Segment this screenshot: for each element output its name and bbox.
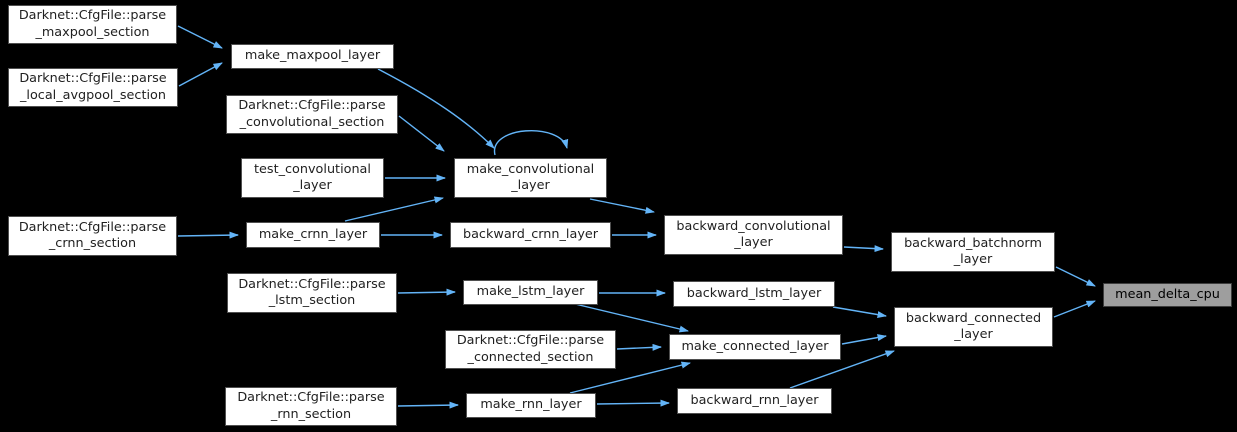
node-backward-lstm-layer[interactable]: backward_lstm_layer: [673, 281, 835, 307]
node-label-line: backward_connected: [905, 310, 1042, 326]
node-mean-delta-cpu: mean_delta_cpu: [1103, 283, 1232, 307]
node-make-crnn-layer[interactable]: make_crnn_layer: [246, 222, 380, 248]
node-parse-maxpool-section[interactable]: Darknet::CfgFile::parse_maxpool_section: [8, 5, 177, 44]
node-label-line: test_convolutional: [254, 161, 371, 177]
edge-parse-lstm-section-to-make-lstm-layer: [397, 288, 456, 296]
edge-make-lstm-layer-to-make-connected-layer: [574, 303, 689, 333]
node-label-line: _layer: [293, 178, 332, 193]
edge-make-rnn-layer-to-make-connected-layer: [569, 361, 691, 394]
edge-parse-crnn-section-to-make-crnn-layer: [177, 231, 239, 239]
edge-parse-rnn-section-to-make-rnn-layer: [397, 401, 459, 409]
node-label-line: Darknet::CfgFile::parse: [18, 8, 167, 23]
node-label-line: _lstm_section: [268, 293, 356, 308]
node-backward-batchnorm-layer[interactable]: backward_batchnorm_layer: [891, 232, 1055, 272]
edge-make-convolutional-layer-to-make-convolutional-layer: [494, 130, 569, 156]
node-parse-crnn-section[interactable]: Darknet::CfgFile::parse_crnn_section: [8, 216, 177, 256]
node-test-convolutional-layer[interactable]: test_convolutional_layer: [241, 158, 384, 198]
edge-parse-connected-section-to-make-connected-layer: [616, 343, 662, 351]
node-label-line: _rnn_section: [270, 406, 352, 422]
node-parse-convolutional-section[interactable]: Darknet::CfgFile::parse_convolutional_se…: [226, 95, 398, 134]
edge-make-rnn-layer-to-backward-rnn-layer: [596, 399, 670, 407]
node-label-line: _layer: [953, 252, 993, 267]
node-parse-rnn-section[interactable]: Darknet::CfgFile::parse_rnn_section: [225, 387, 397, 426]
node-parse-connected-section[interactable]: Darknet::CfgFile::parse_connected_sectio…: [445, 330, 616, 369]
node-label-line: make_maxpool_layer: [244, 48, 381, 64]
node-label-line: _local_avgpool_section: [20, 87, 166, 103]
node-make-rnn-layer[interactable]: make_rnn_layer: [466, 393, 596, 418]
node-label-line: _convolutional_section: [239, 114, 385, 130]
node-label-line: _layer: [954, 327, 993, 342]
edge-make-connected-layer-to-backward-connected-layer: [841, 334, 887, 345]
node-label-line: Darknet::CfgFile::parse: [238, 276, 386, 292]
node-label-line: make_lstm_layer: [476, 284, 585, 300]
node-label-line: make_connected_layer: [681, 338, 829, 354]
node-label-line: Darknet::CfgFile::parse: [238, 98, 386, 113]
node-label-line: Darknet::CfgFile::parse: [18, 219, 167, 235]
node-label-line: mean_delta_cpu: [1115, 286, 1220, 302]
node-label-line: make_convolutional: [466, 161, 595, 177]
node-backward-convolutional-layer[interactable]: backward_convolutional_layer: [664, 215, 843, 255]
node-label-line: Darknet::CfgFile::parse: [19, 71, 167, 86]
node-make-connected-layer[interactable]: make_connected_layer: [669, 334, 841, 360]
edge-backward-rnn-layer-to-backward-connected-layer: [789, 350, 895, 389]
node-label-line: make_rnn_layer: [480, 397, 582, 413]
node-label-line: Darknet::CfgFile::parse: [237, 390, 385, 405]
node-label-line: _layer: [511, 178, 550, 193]
edges-group: [177, 25, 1096, 409]
node-label-line: backward_crnn_layer: [462, 226, 599, 242]
edge-backward-lstm-layer-to-backward-connected-layer: [832, 306, 887, 319]
node-label-line: backward_lstm_layer: [686, 285, 822, 301]
node-make-maxpool-layer[interactable]: make_maxpool_layer: [231, 44, 394, 69]
node-make-lstm-layer[interactable]: make_lstm_layer: [463, 280, 598, 305]
node-label-line: Darknet::CfgFile::parse: [456, 333, 605, 348]
edge-parse-maxpool-section-to-make-maxpool-layer: [177, 25, 223, 49]
node-label-line: backward_rnn_layer: [690, 392, 819, 408]
node-label-line: _crnn_section: [48, 236, 137, 251]
node-label-line: backward_convolutional: [676, 218, 831, 234]
edge-make-maxpool-layer-to-make-convolutional-layer: [377, 68, 495, 149]
edge-backward-batchnorm-layer-to-mean-delta-cpu: [1055, 266, 1096, 287]
edge-backward-convolutional-layer-to-backward-batchnorm-layer: [843, 245, 884, 253]
node-label-line: _connected_section: [467, 349, 594, 365]
edge-backward-connected-layer-to-mean-delta-cpu: [1053, 300, 1096, 318]
node-label-line: make_crnn_layer: [258, 226, 368, 242]
node-backward-rnn-layer[interactable]: backward_rnn_layer: [677, 388, 832, 414]
edge-parse-convolutional-section-to-make-convolutional-layer: [398, 115, 445, 152]
edge-parse-local-avgpool-section-to-make-maxpool-layer: [178, 62, 223, 87]
node-backward-connected-layer[interactable]: backward_connected_layer: [894, 307, 1053, 347]
node-label-line: _maxpool_section: [35, 24, 150, 40]
edge-make-convolutional-layer-to-backward-convolutional-layer: [589, 198, 655, 214]
node-label-line: backward_batchnorm: [904, 235, 1042, 251]
node-parse-local-avgpool-section[interactable]: Darknet::CfgFile::parse_local_avgpool_se…: [8, 68, 178, 107]
node-parse-lstm-section[interactable]: Darknet::CfgFile::parse_lstm_section: [227, 273, 397, 313]
node-backward-crnn-layer[interactable]: backward_crnn_layer: [450, 222, 611, 248]
node-label-line: _layer: [734, 235, 773, 250]
edge-make-crnn-layer-to-make-convolutional-layer: [344, 196, 444, 222]
node-make-convolutional-layer[interactable]: make_convolutional_layer: [454, 158, 607, 198]
